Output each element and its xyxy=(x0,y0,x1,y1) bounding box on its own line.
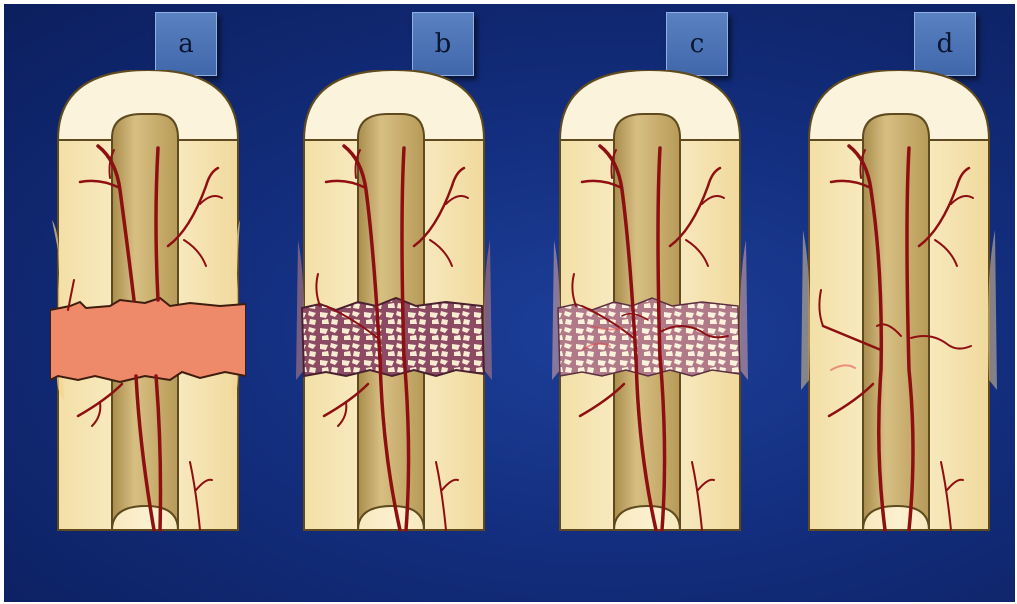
bone-panel-d xyxy=(801,70,997,534)
diagram-background: a b c d xyxy=(4,4,1015,602)
panel-label-c: c xyxy=(666,12,728,76)
bone-panel-b xyxy=(296,70,492,534)
panel-label-a: a xyxy=(155,12,217,76)
panel-label-b: b xyxy=(412,12,474,76)
fracture-hematoma xyxy=(50,298,246,382)
panel-label-d: d xyxy=(914,12,976,76)
soft-callus xyxy=(302,298,484,376)
bone-panel-a xyxy=(50,70,246,534)
bone-panel-c xyxy=(552,70,748,534)
medullary-cavity xyxy=(863,114,929,530)
